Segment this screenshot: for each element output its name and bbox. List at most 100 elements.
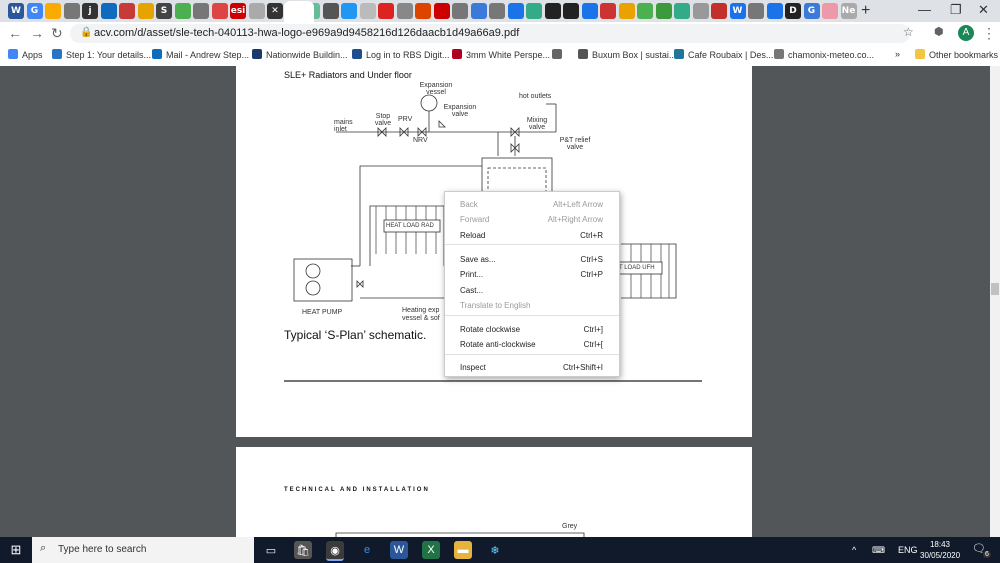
browser-tab-icon[interactable]: ✕ bbox=[267, 3, 283, 19]
browser-tab-icon[interactable]: G bbox=[26, 3, 43, 19]
menu-item-save-as[interactable]: Save as...Ctrl+S bbox=[445, 252, 619, 267]
tray-chevron-icon[interactable]: ^ bbox=[852, 545, 857, 555]
pdf-scrollbar[interactable] bbox=[990, 66, 1000, 537]
menu-item-label: Print... bbox=[460, 270, 484, 279]
browser-tab-icon[interactable] bbox=[637, 3, 653, 19]
browser-tab-icon[interactable] bbox=[563, 3, 579, 19]
bookmark-item[interactable]: Step 1: Your details... bbox=[52, 49, 151, 60]
file-explorer-icon[interactable]: ▬ bbox=[454, 541, 472, 559]
browser-tab-icon[interactable] bbox=[100, 3, 117, 19]
windows-start-icon[interactable]: ⊞ bbox=[10, 542, 22, 557]
browser-tab-icon[interactable] bbox=[359, 3, 376, 19]
chrome-icon[interactable]: ◉ bbox=[326, 541, 344, 561]
browser-tab-icon[interactable] bbox=[452, 3, 468, 19]
browser-tab-icon[interactable] bbox=[674, 3, 690, 19]
browser-tab-icon[interactable] bbox=[600, 3, 616, 19]
browser-tab-icon[interactable]: esi bbox=[230, 3, 246, 19]
browser-tab-icon[interactable]: W bbox=[8, 3, 24, 19]
restore-button[interactable]: ❐ bbox=[950, 2, 962, 17]
menu-item-translate-to-english: Translate to English bbox=[445, 298, 619, 313]
browser-tab-icon[interactable] bbox=[174, 3, 191, 19]
bookmark-item[interactable]: Apps bbox=[8, 49, 43, 60]
browser-tab-icon[interactable] bbox=[378, 3, 394, 19]
browser-tab-icon[interactable] bbox=[618, 3, 635, 19]
browser-tab-icon[interactable] bbox=[211, 3, 228, 19]
menu-dots-icon[interactable]: ⋮ bbox=[982, 25, 996, 41]
browser-tab-icon[interactable] bbox=[507, 3, 524, 19]
clock[interactable]: 18:43 30/05/2020 bbox=[920, 539, 960, 561]
taskbar-search[interactable]: ⌕ Type here to search bbox=[32, 537, 254, 563]
pdf-viewer[interactable]: SLE+ Radiators and Under floor Expansion… bbox=[0, 66, 990, 537]
bookmark-star-icon[interactable]: ☆ bbox=[903, 25, 914, 39]
bookmark-item[interactable]: 3mm White Perspe... bbox=[452, 49, 550, 60]
browser-tab-icon[interactable]: D bbox=[785, 3, 801, 19]
close-window-button[interactable]: ✕ bbox=[978, 2, 989, 17]
browser-tab-icon[interactable] bbox=[193, 3, 209, 19]
browser-tab-icon[interactable] bbox=[248, 3, 265, 19]
bookmarks-overflow-icon[interactable]: » bbox=[895, 49, 901, 59]
browser-tab-icon[interactable] bbox=[822, 3, 838, 19]
menu-item-print[interactable]: Print...Ctrl+P bbox=[445, 267, 619, 282]
back-arrow-icon[interactable]: ← bbox=[8, 25, 22, 41]
browser-tab-icon[interactable] bbox=[489, 3, 505, 19]
browser-tab-icon[interactable] bbox=[396, 3, 413, 19]
store-icon[interactable]: 🛍 bbox=[294, 541, 312, 559]
minimize-button[interactable]: — bbox=[918, 2, 931, 17]
browser-tab-icon[interactable] bbox=[581, 3, 598, 19]
active-tab[interactable] bbox=[284, 1, 314, 22]
browser-tab-icon[interactable] bbox=[45, 3, 61, 19]
bookmark-favicon-icon bbox=[552, 49, 562, 59]
bookmark-favicon-icon bbox=[52, 49, 62, 59]
forward-arrow-icon[interactable]: → bbox=[30, 25, 44, 41]
browser-tab-icon[interactable] bbox=[711, 3, 727, 19]
browser-tab-icon[interactable] bbox=[433, 3, 450, 19]
notifications-icon[interactable]: 🗨 bbox=[972, 543, 986, 555]
browser-tab-icon[interactable] bbox=[692, 3, 709, 19]
scrollbar-thumb[interactable] bbox=[991, 283, 999, 295]
bookmark-item[interactable]: Log in to RBS Digit... bbox=[352, 49, 450, 60]
task-view-icon[interactable]: ▭ bbox=[265, 544, 277, 557]
new-tab-button[interactable]: + bbox=[861, 2, 871, 19]
edge-icon[interactable]: e bbox=[363, 544, 371, 556]
other-bookmarks[interactable]: Other bookmarks bbox=[915, 49, 998, 60]
browser-tab-icon[interactable] bbox=[748, 3, 764, 19]
menu-item-label: Reload bbox=[460, 231, 486, 240]
browser-tab-icon[interactable]: W bbox=[729, 3, 746, 19]
browser-tab-icon[interactable] bbox=[341, 3, 357, 19]
browser-tab-icon[interactable]: S bbox=[156, 3, 172, 19]
browser-tab-icon[interactable]: j bbox=[82, 3, 98, 19]
menu-item-cast[interactable]: Cast... bbox=[445, 283, 619, 298]
browser-tab-icon[interactable] bbox=[470, 3, 487, 19]
bookmark-item[interactable]: Nationwide Buildin... bbox=[252, 49, 348, 60]
profile-avatar[interactable]: A bbox=[958, 25, 974, 41]
browser-tab-icon[interactable] bbox=[322, 3, 339, 19]
label-mixing-valve: Mixing valve bbox=[526, 117, 548, 131]
browser-tab-icon[interactable] bbox=[766, 3, 783, 19]
browser-tab-icon[interactable] bbox=[655, 3, 672, 19]
browser-tab-icon[interactable] bbox=[526, 3, 542, 19]
extension-shield-icon[interactable]: ⬢ bbox=[934, 26, 944, 38]
browser-tab-icon[interactable] bbox=[63, 3, 80, 19]
snowflake-app-icon[interactable]: ❄ bbox=[490, 544, 500, 557]
browser-tab-icon[interactable] bbox=[119, 3, 135, 19]
browser-tab-icon[interactable]: G bbox=[803, 3, 820, 19]
browser-tab-icon[interactable] bbox=[415, 3, 431, 19]
browser-tab-icon[interactable] bbox=[137, 3, 154, 19]
bookmark-item[interactable]: Cafe Roubaix | Des... bbox=[674, 49, 773, 60]
keyboard-icon[interactable]: ⌨ bbox=[872, 545, 885, 555]
reload-icon[interactable]: ↻ bbox=[51, 25, 63, 41]
bookmark-item[interactable] bbox=[552, 49, 566, 60]
bookmark-item[interactable]: chamonix-meteo.co... bbox=[774, 49, 874, 60]
browser-tab-icon[interactable]: Ne bbox=[840, 3, 857, 19]
browser-tab-icon[interactable] bbox=[544, 3, 561, 19]
bookmark-item[interactable]: Mail - Andrew Step... bbox=[152, 49, 249, 60]
bookmark-item[interactable]: Buxum Box | sustai... bbox=[578, 49, 676, 60]
excel-icon[interactable]: X bbox=[422, 541, 440, 559]
word-icon[interactable]: W bbox=[390, 541, 408, 559]
language-indicator[interactable]: ENG bbox=[898, 545, 918, 555]
address-bar[interactable]: 🔒 acv.com/d/asset/sle-tech-040113-hwa-lo… bbox=[70, 24, 910, 43]
